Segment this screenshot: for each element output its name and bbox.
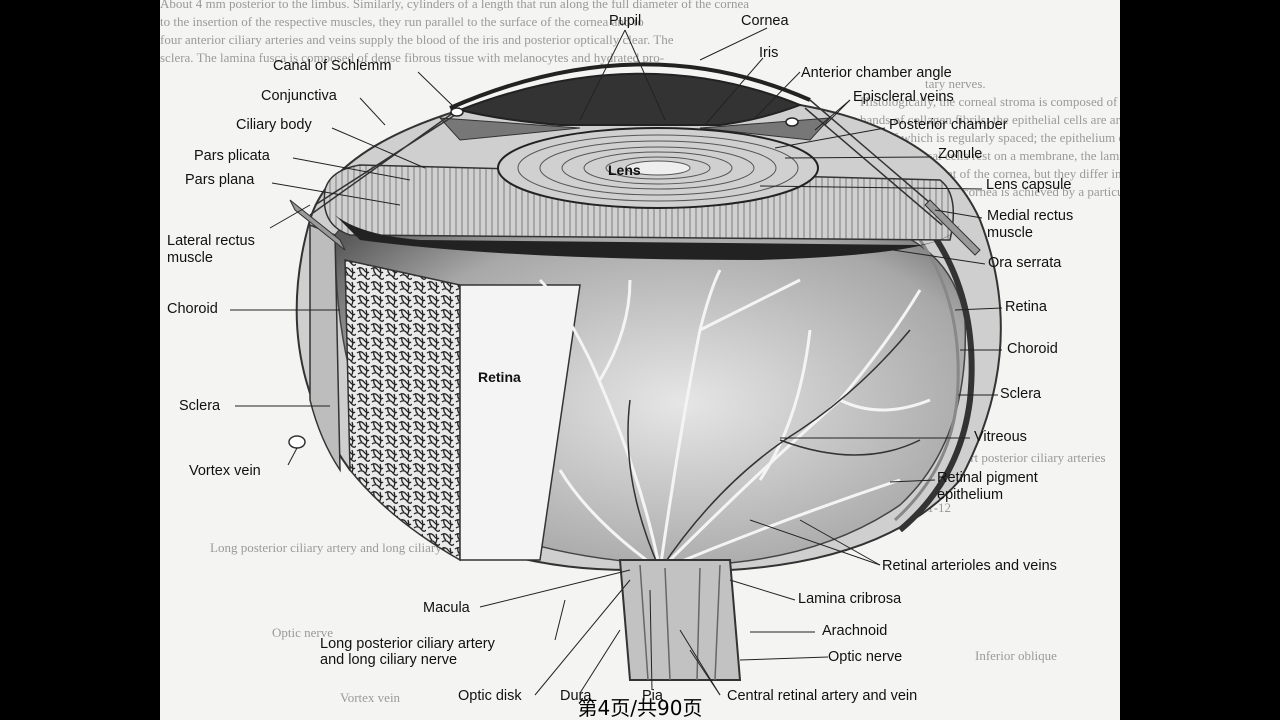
retinal-vessels-dark bbox=[627, 329, 921, 571]
sclera-cut-left bbox=[309, 223, 341, 473]
label-medial-rectus-1: Medial rectus bbox=[987, 208, 1074, 224]
label-central-retinal: Central retinal artery and vein bbox=[727, 688, 918, 704]
background-text-line: About 4 mm posterior to the limbus. Simi… bbox=[160, 0, 750, 11]
background-text-line: sclera. The lamina fusca is composed of … bbox=[160, 50, 665, 65]
choroid-band-right bbox=[898, 228, 975, 533]
cornea bbox=[449, 62, 811, 110]
label-episcleral-veins: Episcleral veins bbox=[853, 89, 954, 105]
background-text-line: to the insertion of the respective muscl… bbox=[160, 14, 644, 29]
label-pars-plana: Pars plana bbox=[185, 172, 255, 188]
label-iris: Iris bbox=[759, 45, 779, 61]
retinal-pigment-band bbox=[893, 239, 960, 522]
background-text-line: Vortex vein bbox=[340, 690, 401, 705]
label-pupil: Pupil bbox=[609, 13, 642, 29]
background-text-line: four anterior ciliary arteries and veins… bbox=[160, 32, 674, 47]
label-zonule: Zonule bbox=[938, 146, 983, 162]
label-lateral-rectus-2: muscle bbox=[167, 250, 213, 266]
retina-flap bbox=[459, 284, 581, 561]
label-lens-capsule: Lens capsule bbox=[986, 177, 1072, 193]
vortex-vein-opening bbox=[288, 435, 306, 449]
label-anterior-chamber-angle: Anterior chamber angle bbox=[801, 65, 952, 81]
label-cornea: Cornea bbox=[741, 13, 789, 29]
label-retina-center: Retina bbox=[478, 369, 521, 385]
canal-of-schlemm-right bbox=[785, 117, 799, 127]
label-long-posterior-2: and long ciliary nerve bbox=[320, 652, 458, 668]
lateral-rectus-muscle bbox=[289, 199, 346, 251]
choroid-cutaway bbox=[344, 259, 461, 562]
background-text-line: Short posterior ciliary arteries bbox=[950, 450, 1106, 465]
background-text-line: each of which is regularly spaced; the e… bbox=[860, 130, 1120, 145]
label-retinal-arterioles: Retinal arterioles and veins bbox=[882, 558, 1057, 574]
label-sclera-left: Sclera bbox=[179, 398, 221, 414]
label-retinal-pigment-2: epithelium bbox=[937, 487, 1004, 503]
leader-lines bbox=[230, 27, 1003, 696]
ciliary-dark-band bbox=[335, 215, 960, 260]
label-lateral-rectus-1: Lateral rectus bbox=[167, 233, 255, 249]
label-pars-plicata: Pars plicata bbox=[194, 148, 270, 164]
conjunctiva-layer bbox=[309, 99, 951, 226]
anterior-chamber bbox=[456, 72, 803, 126]
label-dura: Dura bbox=[560, 688, 592, 704]
label-choroid-left: Choroid bbox=[167, 301, 218, 317]
label-retinal-pigment-1: Retinal pigment bbox=[937, 470, 1038, 486]
label-optic-disk: Optic disk bbox=[458, 688, 522, 704]
lens-body bbox=[497, 127, 819, 209]
label-vortex-vein: Vortex vein bbox=[189, 463, 261, 479]
label-vitreous: Vitreous bbox=[974, 429, 1027, 445]
label-optic-nerve: Optic nerve bbox=[828, 649, 903, 665]
slide: About 4 mm posterior to the limbus. Simi… bbox=[160, 0, 1120, 720]
label-pia: Pia bbox=[642, 688, 663, 704]
label-long-posterior-1: Long posterior ciliary artery bbox=[320, 636, 495, 652]
label-arachnoid: Arachnoid bbox=[822, 623, 888, 639]
page-indicator: 第4页/共90页 bbox=[577, 696, 703, 720]
background-text-line: bands of collagen fibrils; the epithelia… bbox=[860, 112, 1120, 127]
anterior-segment bbox=[289, 62, 981, 260]
iris-left bbox=[438, 117, 581, 141]
label-retina-right: Retina bbox=[1005, 299, 1047, 315]
label-conjunctiva: Conjunctiva bbox=[261, 88, 337, 104]
background-text-line: tary nerves. bbox=[925, 76, 986, 91]
label-ciliary-body: Ciliary body bbox=[236, 117, 312, 133]
label-sclera-right: Sclera bbox=[1000, 386, 1042, 402]
medial-rectus-muscle bbox=[924, 199, 981, 256]
optic-nerve-stalk bbox=[618, 559, 742, 681]
background-text-line: Inferior oblique bbox=[975, 648, 1057, 663]
label-canal-of-schlemm: Canal of Schlemm bbox=[273, 58, 392, 74]
background-text-line: Optic nerve bbox=[272, 625, 334, 640]
background-text-line: Long posterior ciliary artery and long c… bbox=[210, 540, 474, 555]
optic-nerve-sheath bbox=[639, 564, 721, 681]
label-macula: Macula bbox=[423, 600, 470, 616]
label-choroid-right: Choroid bbox=[1007, 341, 1058, 357]
background-text-line: Histologically, the corneal stroma is co… bbox=[860, 94, 1120, 109]
label-posterior-chamber: Posterior chamber bbox=[889, 117, 1008, 133]
label-lamina-cribrosa: Lamina cribrosa bbox=[798, 591, 902, 607]
canal-of-schlemm-left bbox=[450, 107, 464, 117]
label-ora-serrata: Ora serrata bbox=[988, 255, 1062, 271]
label-medial-rectus-2: muscle bbox=[987, 225, 1033, 241]
eye-cross-section-diagram bbox=[230, 27, 1003, 696]
label-lens: Lens bbox=[608, 162, 641, 178]
